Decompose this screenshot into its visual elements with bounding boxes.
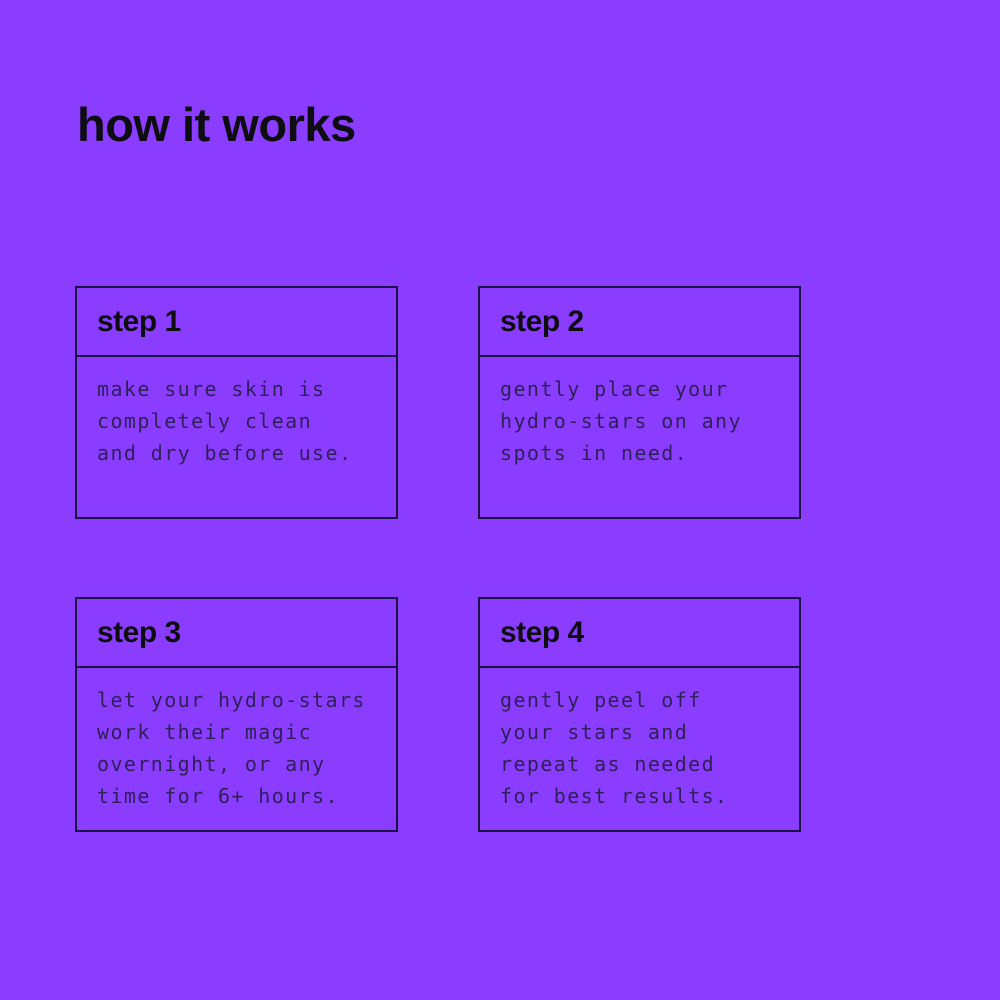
step-card-3: step 3 let your hydro-stars work their m… xyxy=(75,597,398,832)
step-card-2-body: gently place your hydro-stars on any spo… xyxy=(480,357,799,485)
step-card-3-body: let your hydro-stars work their magic ov… xyxy=(77,668,396,828)
step-3-label: step 3 xyxy=(97,615,181,649)
step-card-2-header: step 2 xyxy=(480,288,799,357)
step-card-1-header: step 1 xyxy=(77,288,396,357)
step-card-3-header: step 3 xyxy=(77,599,396,668)
step-card-4: step 4 gently peel off your stars and re… xyxy=(478,597,801,832)
step-card-4-body: gently peel off your stars and repeat as… xyxy=(480,668,799,828)
page-title: how it works xyxy=(77,98,356,151)
step-3-description: let your hydro-stars work their magic ov… xyxy=(97,688,366,808)
step-card-4-header: step 4 xyxy=(480,599,799,668)
step-1-description: make sure skin is completely clean and d… xyxy=(97,377,353,465)
step-card-2: step 2 gently place your hydro-stars on … xyxy=(478,286,801,519)
step-1-label: step 1 xyxy=(97,304,181,338)
step-2-label: step 2 xyxy=(500,304,584,338)
step-4-label: step 4 xyxy=(500,615,584,649)
step-2-description: gently place your hydro-stars on any spo… xyxy=(500,377,742,465)
step-4-description: gently peel off your stars and repeat as… xyxy=(500,688,729,808)
step-card-1-body: make sure skin is completely clean and d… xyxy=(77,357,396,485)
step-card-1: step 1 make sure skin is completely clea… xyxy=(75,286,398,519)
